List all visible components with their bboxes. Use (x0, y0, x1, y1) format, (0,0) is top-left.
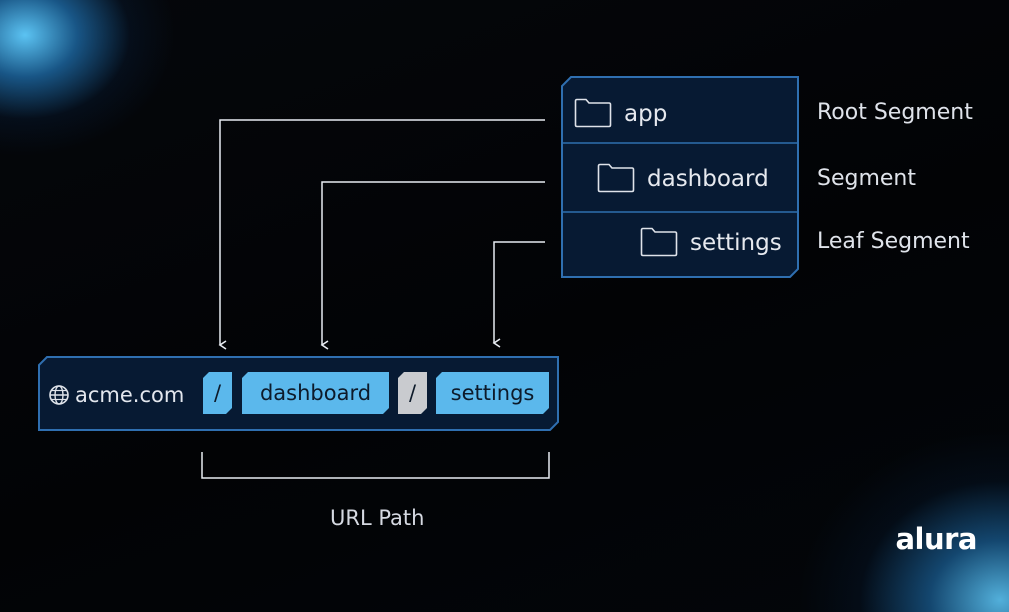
url-host: acme.com (48, 381, 184, 409)
segment-role-leaf: Leaf Segment (817, 229, 970, 254)
url-path-label: URL Path (330, 506, 425, 530)
url-separator-chip: / (398, 372, 427, 414)
segment-role-segment: Segment (817, 166, 916, 191)
url-path-bracket (201, 452, 550, 479)
url-separator: / (213, 381, 222, 405)
url-separator: / (408, 381, 417, 405)
connector-settings-to-settings-chip (492, 241, 545, 348)
globe-icon (49, 385, 69, 405)
folder-name-settings: settings (690, 230, 782, 256)
url-segment-chip-dashboard: dashboard (242, 372, 389, 414)
connector-dashboard-to-dashboard-chip (320, 181, 545, 350)
segment-role-root: Root Segment (817, 100, 973, 125)
url-root-slash-chip: / (203, 372, 232, 414)
folder-tree-panel (561, 76, 799, 278)
url-segment-chip-settings: settings (436, 372, 549, 414)
folder-name-app: app (624, 101, 668, 127)
url-segment-text: dashboard (259, 381, 372, 405)
url-host-text: acme.com (75, 383, 185, 407)
folder-icon (597, 163, 635, 193)
folder-name-dashboard: dashboard (647, 166, 769, 192)
folder-icon (574, 98, 612, 128)
brand-logo: alura (895, 522, 977, 556)
url-segment-text: settings (450, 381, 535, 405)
connector-app-to-root-slash (218, 119, 545, 350)
folder-icon (640, 227, 678, 257)
